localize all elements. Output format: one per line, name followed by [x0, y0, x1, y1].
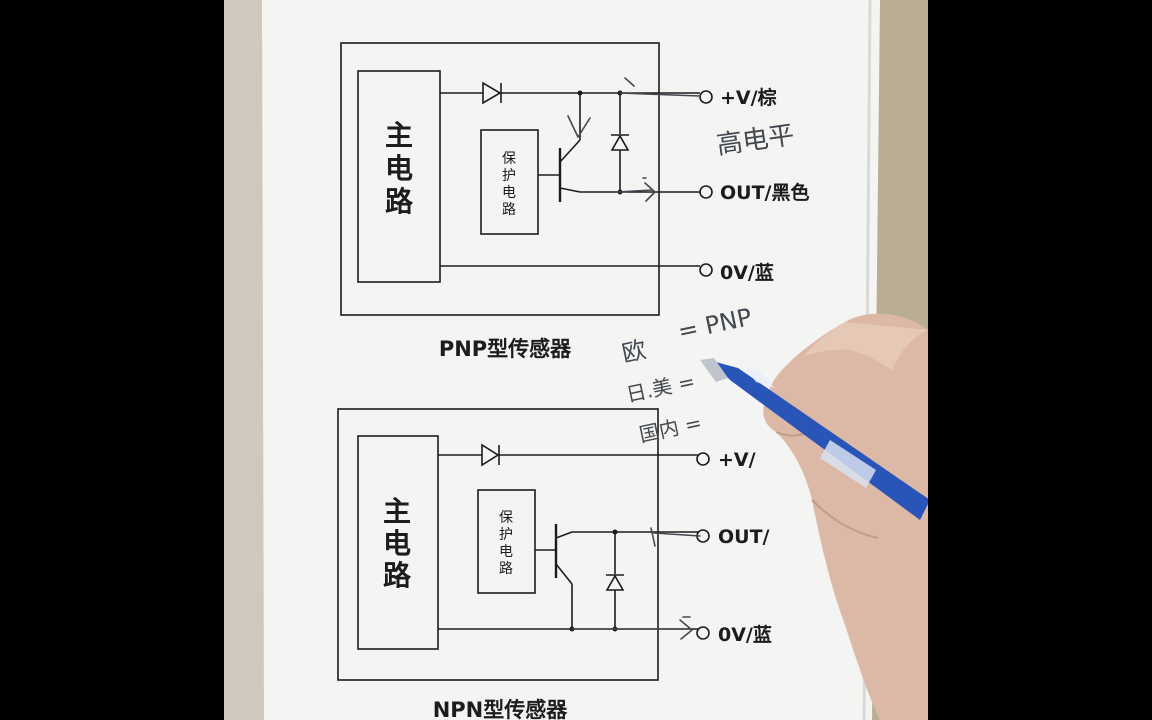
npn-terminal-out-label: OUT/ — [718, 526, 770, 548]
hand-with-pen — [700, 313, 928, 720]
pnp-terminal-0v-label: 0V/蓝 — [720, 261, 774, 284]
pnp-series-diode — [482, 81, 502, 105]
pnp-terminal-v-label: +V/棕 — [720, 86, 777, 109]
pnp-terminal-out — [699, 185, 713, 199]
sensor-wiring-sheet: 主 电 路 保 护 电 路 +V/棕 OUT/黑色 0V/蓝 PNP型传感器 — [224, 0, 928, 720]
paper-sheet — [262, 0, 880, 720]
npn-terminal-v-label: +V/ — [718, 449, 756, 471]
npn-transistor-collector — [555, 531, 573, 539]
pnp-protect-label-3: 电 — [502, 185, 516, 201]
npn-protect-label-2: 护 — [499, 527, 513, 543]
pnp-protect-label-4: 路 — [502, 202, 516, 218]
pnp-terminal-out-label: OUT/黑色 — [720, 181, 809, 204]
pnp-main-label-1: 主 — [385, 119, 413, 152]
npn-main-circuit-box — [357, 435, 439, 650]
npn-main-label-3: 路 — [383, 559, 412, 592]
pen-grip — [820, 440, 876, 488]
pnp-protect-label-1: 保 — [502, 151, 516, 167]
pnp-terminal-v — [699, 90, 713, 104]
npn-main-label-1: 主 — [383, 495, 411, 528]
pnp-outer-frame — [340, 42, 660, 316]
npn-series-diode — [481, 443, 500, 467]
pen-annotations — [567, 77, 701, 640]
pnp-protection-circuit-box — [480, 129, 539, 235]
pnp-terminal-0v — [699, 263, 713, 277]
npn-terminal-0v-label: 0V/蓝 — [718, 623, 772, 646]
pnp-main-label-2: 电 — [385, 152, 413, 185]
pnp-transistor-emitter — [559, 139, 581, 163]
handwritten-europe: 欧 — [619, 335, 648, 367]
npn-terminal-v — [696, 452, 710, 466]
pnp-protect-label-2: 护 — [502, 168, 516, 184]
npn-outer-frame — [337, 408, 659, 681]
npn-protect-label-3: 电 — [499, 544, 513, 560]
pen-tip — [700, 358, 728, 382]
pnp-transistor-collector — [559, 187, 581, 193]
pen-body — [712, 361, 928, 520]
video-frame: 主 电 路 保 护 电 路 +V/棕 OUT/黑色 0V/蓝 PNP型传感器 — [224, 0, 928, 720]
pnp-diagram — [340, 42, 713, 316]
npn-protection-circuit-box — [477, 489, 536, 594]
npn-main-label-2: 电 — [383, 527, 411, 560]
npn-terminal-0v — [696, 626, 710, 640]
hand-knuckles — [804, 322, 928, 370]
npn-protect-label-1: 保 — [499, 510, 513, 526]
pnp-main-circuit-box — [357, 70, 441, 283]
npn-protect-label-4: 路 — [499, 561, 513, 577]
pnp-diagram-title: PNP型传感器 — [439, 337, 572, 361]
npn-diagram-title: NPN型传感器 — [433, 698, 569, 720]
npn-transistor-emitter — [555, 563, 573, 585]
npn-diagram — [337, 408, 710, 681]
pnp-main-label-3: 路 — [385, 185, 414, 218]
